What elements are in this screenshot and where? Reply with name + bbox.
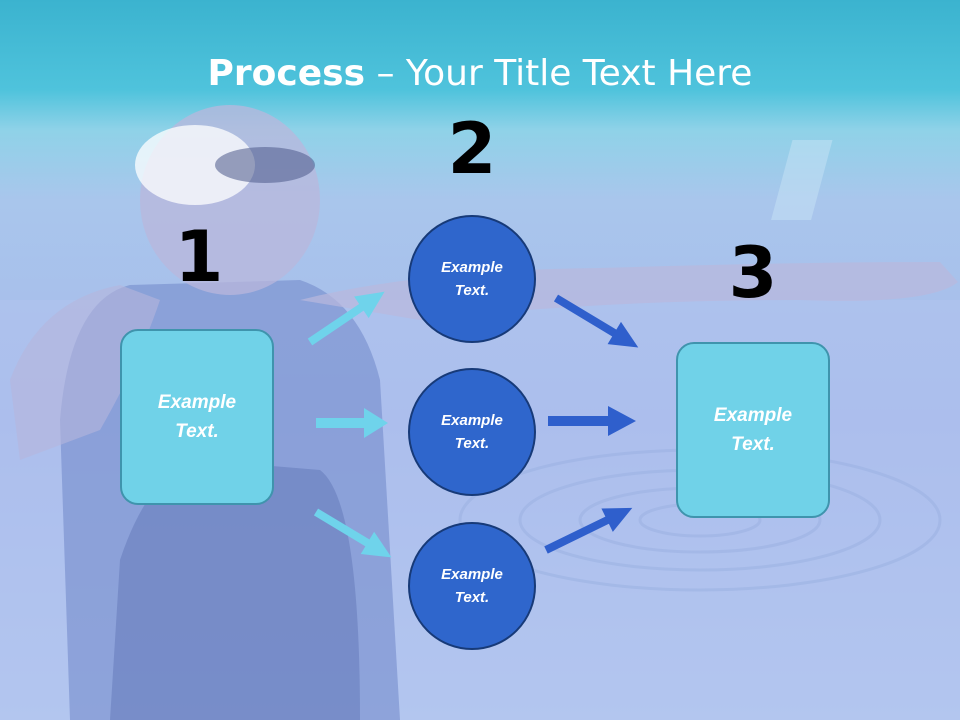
arrow-1-to-middle-icon bbox=[316, 408, 388, 438]
step-2-circle-top: Example Text. bbox=[408, 215, 536, 343]
slide-title: Process – Your Title Text Here bbox=[0, 52, 960, 96]
step-number-1: 1 bbox=[174, 216, 224, 298]
arrow-top-to-3-icon bbox=[553, 294, 639, 348]
arrow-1-to-top-icon bbox=[307, 291, 385, 346]
step-3-text: Example Text. bbox=[713, 405, 793, 455]
step-number-3: 3 bbox=[728, 232, 778, 314]
arrow-bottom-to-3-icon bbox=[544, 507, 633, 554]
title-rest: Your Title Text Here bbox=[405, 53, 753, 94]
title-bold: Process bbox=[207, 53, 366, 94]
arrow-1-to-bottom-icon bbox=[313, 508, 392, 558]
step-number-2: 2 bbox=[447, 108, 497, 190]
dark-arrows bbox=[544, 294, 639, 554]
step-2-circle-top-text: Example Text. bbox=[441, 259, 503, 299]
step-2-circle-bottom-text: Example Text. bbox=[441, 566, 503, 606]
arrow-middle-to-3-icon bbox=[548, 406, 636, 436]
step-2-circle-bottom: Example Text. bbox=[408, 522, 536, 650]
step-2-circle-middle: Example Text. bbox=[408, 368, 536, 496]
step-3-box: Example Text. bbox=[676, 342, 830, 518]
light-arrows bbox=[307, 291, 392, 558]
title-dash: – bbox=[365, 53, 406, 94]
step-2-circle-middle-text: Example Text. bbox=[441, 412, 503, 452]
step-1-box: Example Text. bbox=[120, 329, 274, 505]
step-1-text: Example Text. bbox=[157, 392, 237, 442]
